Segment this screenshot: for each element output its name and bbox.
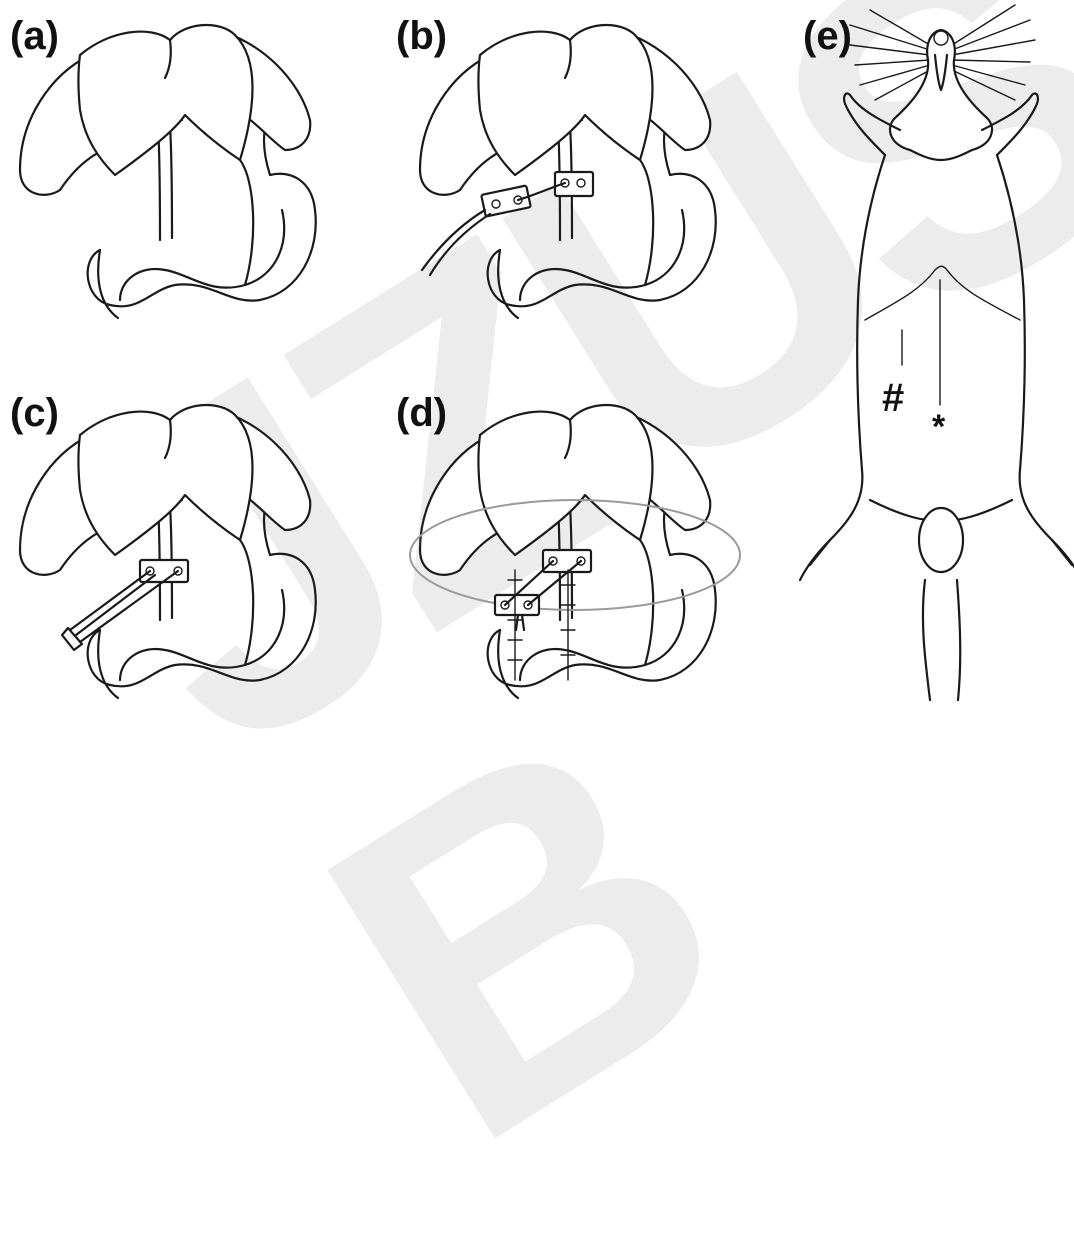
panel-label-e: (e) [803,16,852,56]
figure: JZUS-B [0,0,1074,702]
panel-b-drawing [420,25,716,318]
clip-device [495,550,591,680]
panel-d-drawing [410,405,740,698]
panel-c-drawing [20,405,316,698]
marker-hash: # [882,378,904,418]
panel-label-d: (d) [396,393,447,433]
panel-e-drawing [800,5,1074,700]
panel-a-drawing [20,25,316,318]
panel-label-b: (b) [396,16,447,56]
clip-device [62,560,188,650]
panel-label-a: (a) [10,16,59,56]
panel-label-c: (c) [10,393,59,433]
illustration-canvas [0,0,1074,702]
marker-star: * [932,410,945,444]
